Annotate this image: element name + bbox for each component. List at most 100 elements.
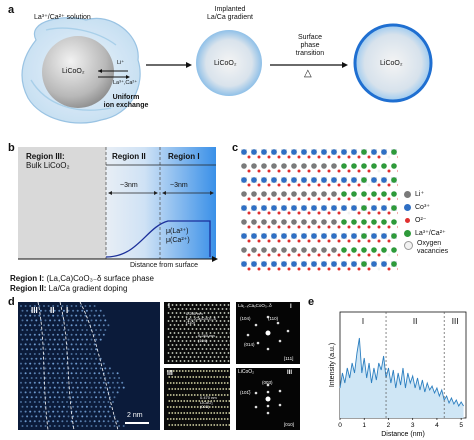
oxygen-atom <box>247 267 251 271</box>
lattice-dot <box>214 418 217 420</box>
atom-column <box>61 324 64 327</box>
oxygen-atom <box>337 169 341 173</box>
atom-column <box>107 372 110 375</box>
diffraction-spot <box>254 391 258 395</box>
atom-column <box>30 396 33 399</box>
atom-column <box>76 396 79 399</box>
atom-column <box>104 329 107 331</box>
lattice-dot <box>183 336 186 338</box>
metal-atom <box>371 233 377 239</box>
metal-atom <box>291 149 297 155</box>
lattice-dot <box>175 312 178 314</box>
diffraction-spot <box>246 333 250 337</box>
metal-atom <box>351 233 357 239</box>
lattice-dot <box>195 304 198 306</box>
panel-c-label: c <box>232 142 239 154</box>
atom-column <box>49 386 52 389</box>
interlayer-atom <box>261 219 267 225</box>
fft-top-mark: I <box>290 304 292 310</box>
region-mark-ii: II <box>50 306 55 315</box>
atom-column <box>89 353 91 355</box>
lattice-dot <box>173 356 176 358</box>
atom-column <box>30 405 33 408</box>
atom-column <box>76 309 79 312</box>
atom-column <box>90 367 93 370</box>
caption-region1: Region I: (La,Ca)CoO₃₋δ surface phase <box>10 274 154 283</box>
lattice-dot <box>189 332 192 334</box>
crystal-structure <box>241 149 398 271</box>
atom-column <box>56 420 59 423</box>
atom-column <box>53 386 56 389</box>
oxygen-atom <box>377 183 381 187</box>
atom-column <box>79 410 82 413</box>
lattice-dot <box>205 348 208 350</box>
oxygen-atom <box>277 225 281 229</box>
atom-column <box>90 348 93 351</box>
lattice-dot <box>193 324 196 326</box>
atom-column <box>35 329 38 331</box>
interlayer-atom <box>321 247 327 253</box>
atom-column <box>66 333 68 336</box>
atom-column <box>93 362 96 365</box>
lattice-dot <box>225 376 228 378</box>
atom-column <box>49 396 52 399</box>
atom-column <box>53 415 56 418</box>
atom-column <box>75 381 78 384</box>
atom-column <box>104 386 107 389</box>
atom-column <box>102 333 105 336</box>
atom-column <box>58 405 61 408</box>
atom-column <box>66 401 68 403</box>
lattice-dot <box>175 328 178 330</box>
heat-symbol: △ <box>304 68 312 79</box>
atom-column <box>52 381 55 384</box>
metal-atom <box>311 205 317 211</box>
lattice-dot <box>219 304 222 306</box>
lattice-dot <box>183 400 186 402</box>
lattice-dot <box>186 424 189 426</box>
interlayer-atom <box>331 191 337 197</box>
atom-column <box>20 401 22 403</box>
atom-column <box>76 367 79 370</box>
atom-column <box>72 396 75 399</box>
metal-atom <box>281 205 287 211</box>
lattice-dot <box>204 388 207 390</box>
lattice-dot <box>211 328 214 330</box>
atom-column <box>95 357 98 360</box>
oxygen-atom <box>357 169 361 173</box>
lattice-dot <box>213 424 216 426</box>
lattice-dot <box>183 388 186 390</box>
atom-column <box>24 333 27 336</box>
metal-atom <box>321 177 327 183</box>
lattice-dot <box>213 340 216 342</box>
lattice-dot <box>189 376 192 378</box>
metal-atom <box>361 261 367 267</box>
interlayer-atom <box>291 247 297 253</box>
oxygen-atom <box>397 239 398 243</box>
atom-column <box>79 391 82 394</box>
lattice-dot <box>205 340 208 342</box>
lattice-dot <box>205 308 208 310</box>
atom-column <box>67 338 70 341</box>
region-mark-i: I <box>66 306 69 315</box>
atom-column <box>44 348 47 351</box>
lattice-dot <box>181 356 184 358</box>
metal-atom <box>371 261 377 267</box>
atom-column <box>35 348 38 351</box>
lattice-dot <box>207 400 210 402</box>
atom-column <box>29 333 32 336</box>
oxygen-atom <box>257 239 261 243</box>
atom-column <box>122 425 125 427</box>
lattice-dot <box>169 348 172 350</box>
diffraction-spot <box>254 405 258 409</box>
lattice-dot <box>183 424 186 426</box>
atom-column <box>72 377 75 379</box>
atom-column <box>61 314 64 317</box>
lattice-dot <box>217 394 220 396</box>
li-ion-label: Li⁺ <box>117 60 125 66</box>
metal-atom <box>241 205 247 211</box>
oxygen-atom <box>287 239 291 243</box>
atom-column <box>58 338 61 341</box>
atom-column <box>99 405 102 408</box>
lattice-dot <box>227 304 230 306</box>
solution-blob <box>21 17 141 124</box>
